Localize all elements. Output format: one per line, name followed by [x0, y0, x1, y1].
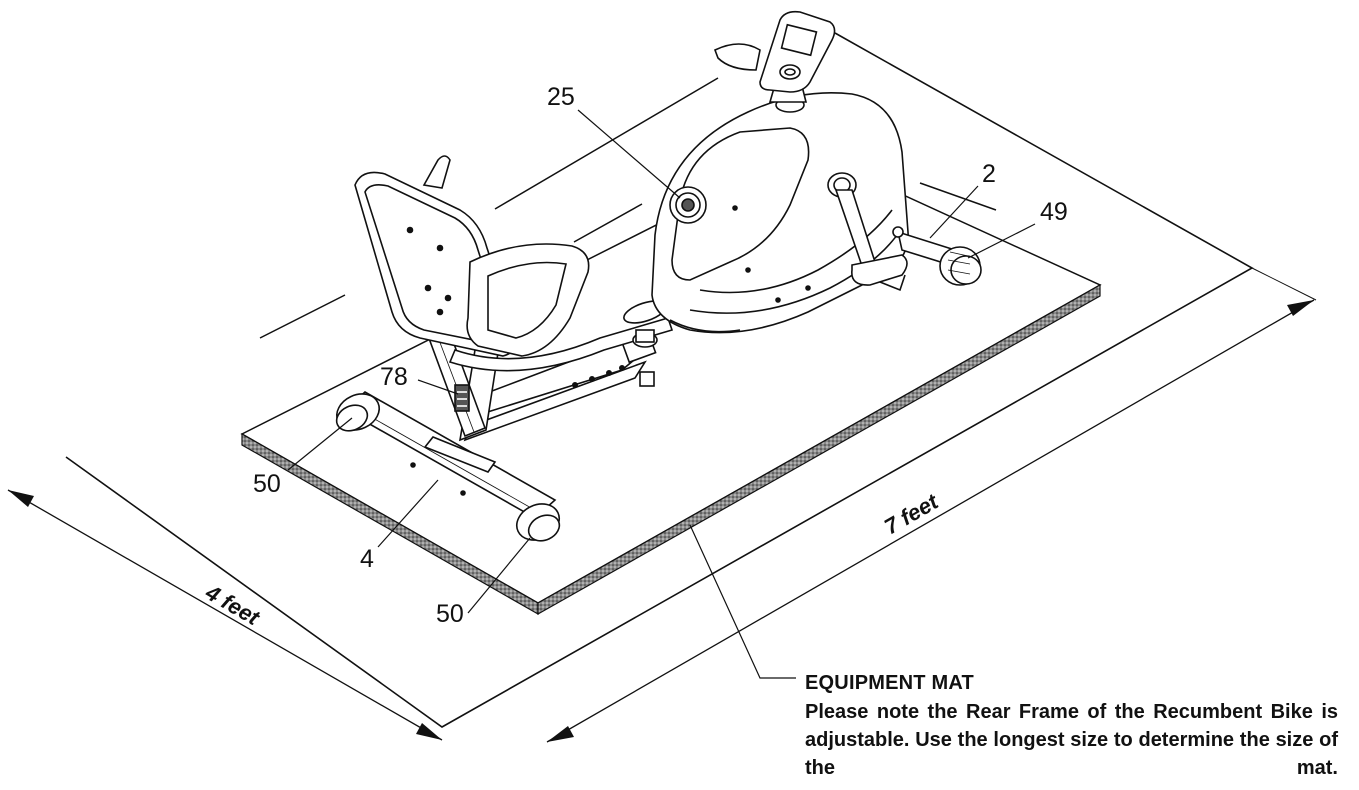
width-dimension-label: 4 feet — [201, 579, 266, 631]
floor-area-outline — [65, 32, 1254, 728]
width-dimension — [7, 489, 443, 741]
equipment-mat-title: EQUIPMENT MAT — [805, 672, 974, 694]
seat-cushion-shape — [466, 243, 590, 357]
crank-pedal-shape — [827, 172, 908, 292]
equipment-mat-note: Please note the Rear Frame of the Recumb… — [805, 701, 1338, 779]
callout-78: 78 — [380, 363, 408, 391]
leader-2 — [929, 185, 979, 239]
leader-mat — [689, 524, 796, 679]
callout-50-left: 50 — [253, 470, 281, 498]
recumbent-bike — [335, 10, 982, 542]
leader-78 — [417, 379, 459, 395]
leader-25 — [577, 109, 681, 199]
main-shroud-shape — [651, 92, 909, 334]
callout-50-right: 50 — [436, 600, 464, 628]
callout-2: 2 — [982, 160, 996, 188]
backrest-handle-shape — [422, 155, 451, 189]
callout-4: 4 — [360, 545, 374, 573]
console-shape — [713, 10, 836, 113]
leader-50-right — [467, 537, 531, 614]
seat-knob-shape — [669, 186, 707, 224]
callout-leaders — [287, 109, 1036, 679]
callout-49: 49 — [1040, 198, 1068, 226]
leader-4 — [377, 479, 439, 548]
motion-lines — [259, 77, 997, 339]
rear-end-cap-right-shape — [516, 503, 561, 542]
leader-50-left — [287, 417, 353, 471]
callout-25: 25 — [547, 83, 575, 111]
leader-49 — [967, 223, 1036, 259]
length-dimension — [546, 267, 1317, 743]
